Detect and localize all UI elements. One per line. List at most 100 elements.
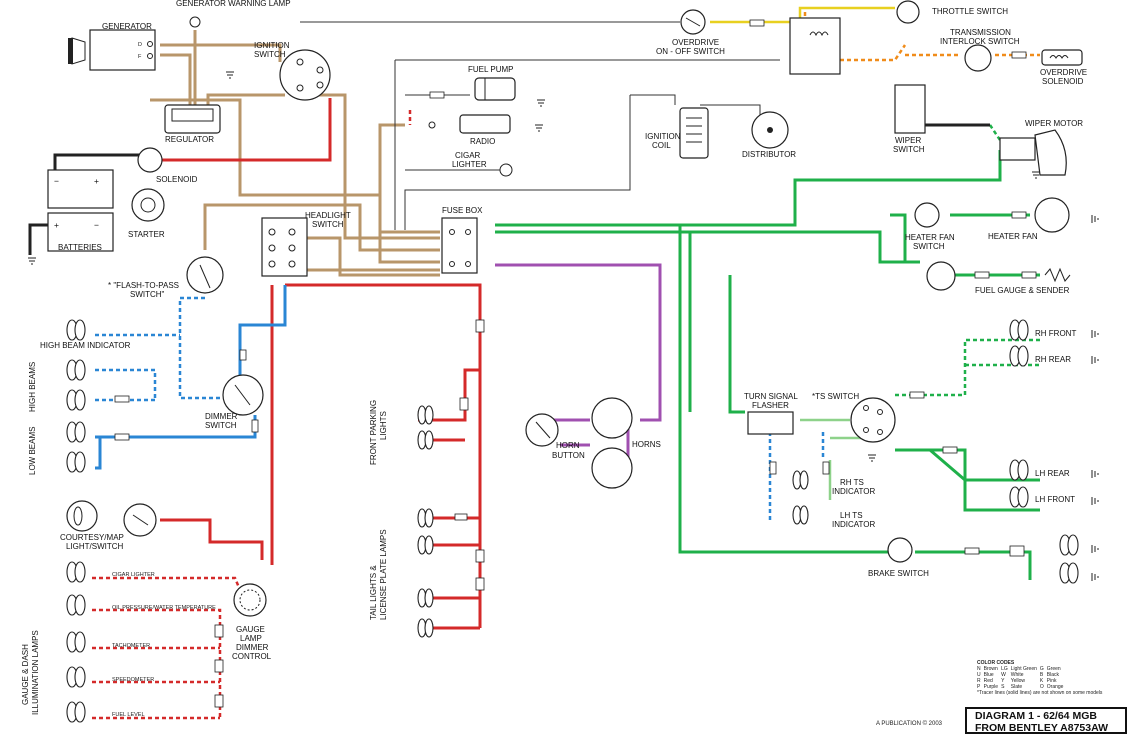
throttle-switch bbox=[896, 0, 920, 24]
ground-icons bbox=[28, 71, 1099, 581]
rh-ts-indicator-label-1: RH TS bbox=[840, 478, 864, 487]
legend-cell: B bbox=[1039, 672, 1044, 678]
gauge-dimmer-label-1: GAUGE bbox=[236, 625, 265, 634]
front-parking-label-2: LIGHTS bbox=[379, 411, 388, 440]
legend-cell: W bbox=[1001, 672, 1006, 678]
heater-fan-switch-label-2: SWITCH bbox=[913, 242, 945, 251]
generator bbox=[68, 29, 156, 71]
lh-rear-label: LH REAR bbox=[1035, 469, 1070, 478]
overdrive-solenoid-label-1: OVERDRIVE bbox=[1040, 68, 1087, 77]
heater-fan-switch-label-1: HEATER FAN bbox=[905, 233, 955, 242]
fuel-pump-label: FUEL PUMP bbox=[468, 65, 514, 74]
gauge-lamp-dimmer bbox=[233, 583, 267, 617]
inline-connectors bbox=[114, 19, 1037, 708]
dimmer-switch bbox=[222, 374, 264, 416]
regulator bbox=[164, 104, 221, 134]
rh-front-label: RH FRONT bbox=[1035, 329, 1076, 338]
radio bbox=[428, 114, 511, 134]
heater-fan-label: HEATER FAN bbox=[988, 232, 1038, 241]
rh-ts-indicator-label-2: INDICATOR bbox=[832, 487, 875, 496]
interlock-label-2: INTERLOCK SWITCH bbox=[940, 37, 1020, 46]
legend-cell: White bbox=[1010, 672, 1024, 678]
heater-fan-switch bbox=[914, 202, 940, 228]
svg-text:−: − bbox=[54, 176, 59, 186]
wiper-motor-label: WIPER MOTOR bbox=[1025, 119, 1083, 128]
flasher-label-2: FLASHER bbox=[752, 401, 789, 410]
transmission-interlock bbox=[964, 44, 992, 72]
title-block: DIAGRAM 1 - 62/64 MGB FROM BENTLEY A8753… bbox=[965, 707, 1127, 734]
headlight-switch-label-2: SWITCH bbox=[312, 220, 344, 229]
flash-to-pass-label-2: SWITCH" bbox=[130, 290, 165, 299]
legend-cell: K bbox=[1039, 678, 1044, 684]
lamp-icons-left bbox=[66, 319, 86, 723]
ignition-coil bbox=[679, 107, 709, 159]
throttle-switch-label: THROTTLE SWITCH bbox=[932, 7, 1008, 16]
legend-cell: Slate bbox=[1010, 684, 1023, 690]
brake-switch-label: BRAKE SWITCH bbox=[868, 569, 929, 578]
lh-ts-indicator-label-1: LH TS bbox=[840, 511, 863, 520]
gauge-item-oil: OIL PRESSURE/WATER TEMPERATURE bbox=[112, 605, 216, 611]
lamp-icons-right bbox=[792, 319, 1079, 584]
brake-switch bbox=[887, 537, 913, 563]
low-beams-label: LOW BEAMS bbox=[28, 427, 37, 475]
overdrive-solenoid-label-2: SOLENOID bbox=[1042, 77, 1084, 86]
legend-cell: Light Green bbox=[1010, 666, 1037, 672]
legend-cell: Red bbox=[983, 678, 993, 684]
gauge-lamps-label-1: GAUGE & DASH bbox=[21, 644, 30, 705]
fuel-pump bbox=[474, 77, 516, 101]
starter-label: STARTER bbox=[128, 230, 165, 239]
solenoid bbox=[137, 147, 163, 173]
generator-terminal-f: F bbox=[138, 54, 142, 60]
dimmer-switch-label-2: SWITCH bbox=[205, 421, 237, 430]
gauge-item-speedo: SPEEDOMETER bbox=[112, 677, 154, 683]
ts-switch bbox=[850, 397, 896, 443]
blue-dashed-wires bbox=[95, 296, 825, 520]
gauge-lamps-label-2: ILLUMINATION LAMPS bbox=[31, 630, 40, 715]
legend-cell: Yellow bbox=[1010, 678, 1026, 684]
dimmer-switch-label-1: DIMMER bbox=[205, 412, 238, 421]
ignition-switch-label-1: IGNITION bbox=[254, 41, 290, 50]
svg-text:+: + bbox=[94, 176, 99, 186]
wiper-switch-label-2: SWITCH bbox=[893, 145, 925, 154]
gauge-item-tach: TACHOMETER bbox=[112, 643, 150, 649]
blue-wires bbox=[95, 285, 287, 470]
ignition-coil-label-2: COIL bbox=[652, 141, 671, 150]
overdrive-switch bbox=[680, 9, 706, 35]
overdrive-solenoid bbox=[1041, 49, 1083, 66]
courtesy-light-label-2: LIGHT/SWITCH bbox=[66, 542, 124, 551]
fuel-gauge-label: FUEL GAUGE & SENDER bbox=[975, 286, 1070, 295]
red-dashed-wires bbox=[92, 110, 412, 720]
cigar-lighter-label-2: LIGHTER bbox=[452, 160, 487, 169]
ignition-switch-label-2: SWITCH bbox=[254, 50, 286, 59]
legend-cell: Blue bbox=[983, 672, 994, 678]
title-line-1: DIAGRAM 1 - 62/64 MGB bbox=[975, 710, 1097, 722]
cigar-lighter-label-1: CIGAR bbox=[455, 151, 481, 160]
legend-cell: S bbox=[1001, 684, 1005, 690]
legend-note: *Tracer lines (solid lines) are not show… bbox=[977, 690, 1103, 696]
lh-front-label: LH FRONT bbox=[1035, 495, 1075, 504]
legend-cell: Brown bbox=[983, 666, 998, 672]
flasher-label-1: TURN SIGNAL bbox=[744, 392, 798, 401]
wiper-switch-label-1: WIPER bbox=[895, 136, 921, 145]
legend-cell: R bbox=[977, 678, 981, 684]
publication-credit: A PUBLICATION © 2003 bbox=[876, 721, 943, 727]
gauge-dimmer-label-3: DIMMER bbox=[236, 643, 269, 652]
interlock-label-1: TRANSMISSION bbox=[950, 28, 1011, 37]
ts-switch-label: *TS SWITCH bbox=[812, 392, 859, 401]
legend-cell: Green bbox=[1046, 666, 1061, 672]
legend-cell: O bbox=[1039, 684, 1044, 690]
title-line-2: FROM BENTLEY A8753AW bbox=[975, 722, 1109, 734]
purple-wires bbox=[495, 263, 662, 468]
legend-cell: G bbox=[1039, 666, 1044, 672]
ignition-coil-label-1: IGNITION bbox=[645, 132, 681, 141]
gauge-item-fuel: FUEL LEVEL bbox=[112, 712, 145, 718]
rh-rear-label: RH REAR bbox=[1035, 355, 1071, 364]
lamp-icons-middle bbox=[417, 405, 434, 638]
warning-lamp-icon bbox=[189, 16, 201, 28]
